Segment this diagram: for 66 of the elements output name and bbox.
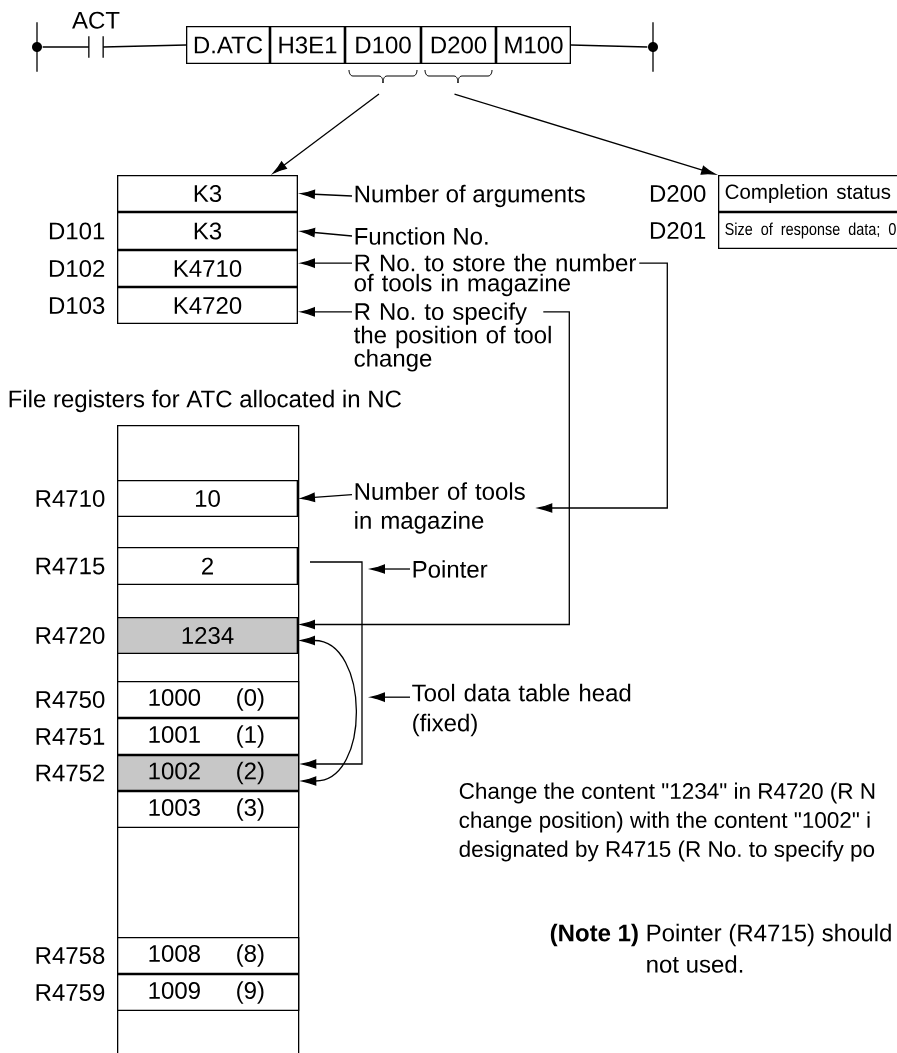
instruction-cell: D.ATC xyxy=(186,26,270,64)
instruction-cell: D200 xyxy=(421,26,496,64)
register-label: D200 xyxy=(650,185,706,202)
arrow xyxy=(300,492,353,502)
register-label: D101 xyxy=(49,222,105,240)
arrow xyxy=(300,258,353,268)
arrow xyxy=(272,93,380,174)
note-text: not used. xyxy=(647,955,743,973)
arrow xyxy=(302,561,363,769)
arrow xyxy=(300,635,357,786)
arrow xyxy=(300,307,353,317)
register-label: D201 xyxy=(650,222,706,239)
arrow xyxy=(300,189,353,199)
annotation-text: R No. to store the number of tools in magazine xyxy=(354,253,636,297)
annotation-text: Pointer xyxy=(413,560,488,578)
register-cell: K3 xyxy=(117,175,298,212)
power-rail xyxy=(32,21,42,73)
status-cell: Completion status xyxy=(718,175,897,212)
register-cell: 2 xyxy=(117,547,298,585)
register-cell: 1234 xyxy=(117,617,298,654)
register-cell: 1000 (0) xyxy=(117,681,300,718)
register-cell: K4710 xyxy=(117,250,298,287)
note-text: Change the content "1234" in R4720 (R N xyxy=(459,782,875,804)
note-text: change position) with the content "1002" i xyxy=(459,811,870,833)
contact-label: ACT xyxy=(72,11,120,29)
register-label: R4751 xyxy=(36,728,105,745)
arrow xyxy=(300,311,570,630)
status-cell: Size of response data; 0 xyxy=(718,212,897,249)
instruction-cell: D100 xyxy=(345,26,421,64)
register-label: R4759 xyxy=(36,984,105,1001)
register-label: R4715 xyxy=(36,557,105,575)
arrow xyxy=(538,262,668,513)
register-cell: K3 xyxy=(117,212,298,250)
instruction-cell: H3E1 xyxy=(270,26,345,64)
instruction-cell: M100 xyxy=(496,26,571,64)
contact-symbol xyxy=(88,35,104,59)
register-label: R4710 xyxy=(36,490,105,507)
register-label: D103 xyxy=(49,297,105,314)
annotation-text: Tool data table head (fixed) xyxy=(412,683,631,737)
annotation-text: Number of arguments xyxy=(355,184,585,208)
wire xyxy=(42,46,90,48)
wire xyxy=(570,44,648,48)
annotation-text: Number of tools in magazine xyxy=(355,482,525,534)
arrow xyxy=(300,227,353,238)
register-label: R4758 xyxy=(36,947,105,964)
register-label: R4752 xyxy=(36,764,105,782)
register-cell: 1009 (9) xyxy=(117,974,300,1011)
register-cell: 1002 (2) xyxy=(117,755,300,791)
register-label: D102 xyxy=(49,260,105,277)
register-label: R4750 xyxy=(36,691,105,708)
register-cell: 1008 (8) xyxy=(117,937,300,974)
note-text: (Note 1) Pointer (R4715) should xyxy=(550,923,891,947)
register-cell: 1003 (3) xyxy=(117,791,300,828)
arrow xyxy=(453,93,716,175)
wire xyxy=(102,44,187,48)
annotation-text: R No. to specify the position of tool change xyxy=(354,302,551,372)
column-heading: File registers for ATC allocated in NC xyxy=(9,389,401,413)
annotation-text: Function No. xyxy=(355,227,488,245)
register-label: R4720 xyxy=(36,627,105,644)
register-cell: K4720 xyxy=(117,287,298,324)
note-text: designated by R4715 (R No. to specify po xyxy=(459,840,875,862)
arrow xyxy=(370,692,411,702)
arrow xyxy=(370,564,411,574)
register-cell: 1001 (1) xyxy=(117,718,300,755)
register-cell: 10 xyxy=(117,480,298,517)
power-rail xyxy=(648,21,658,73)
